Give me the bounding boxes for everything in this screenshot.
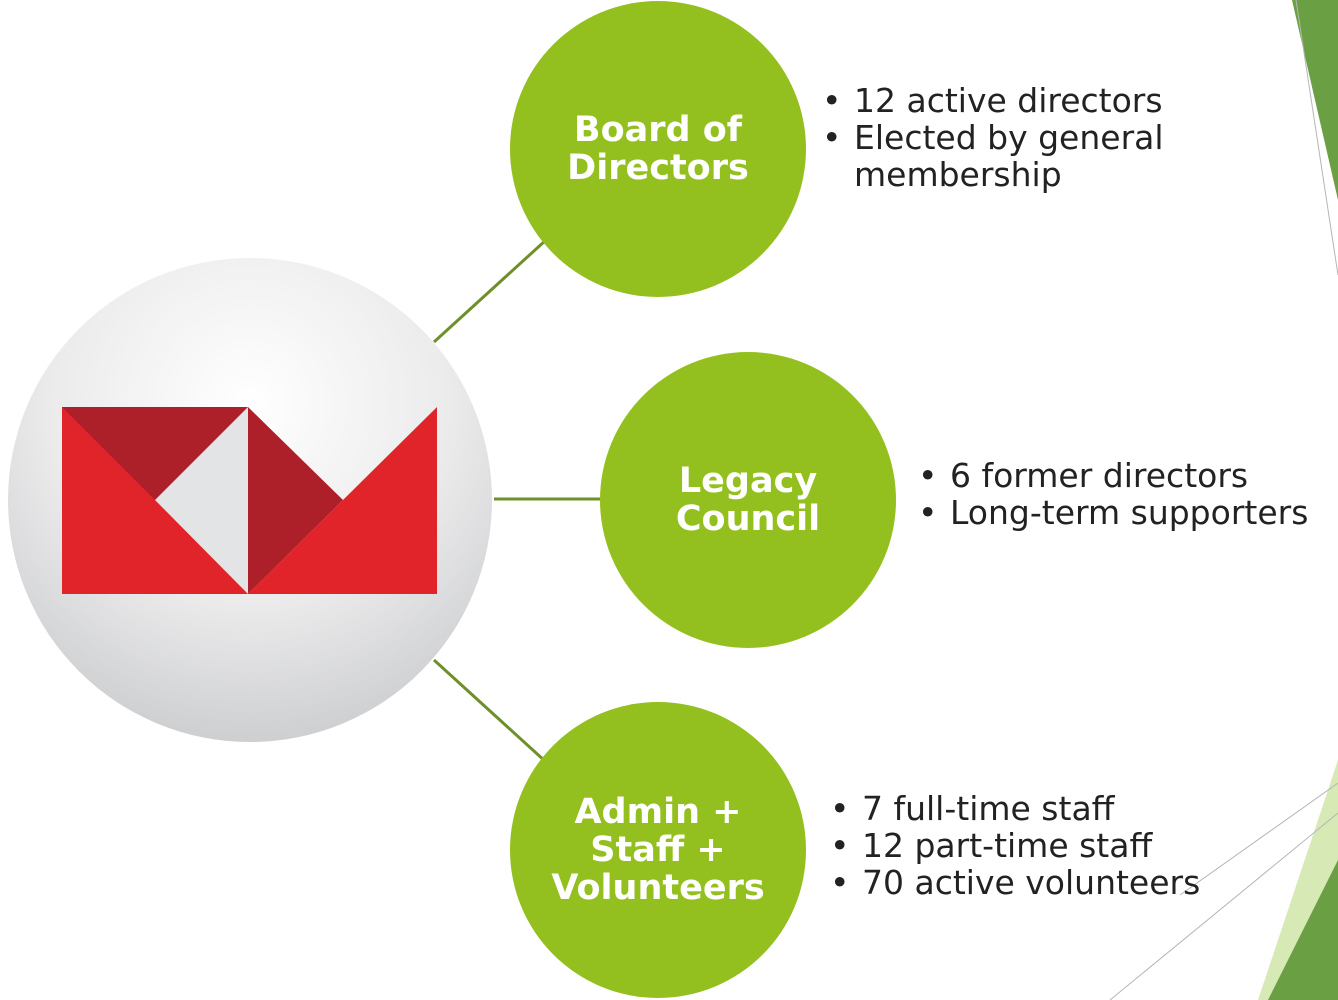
bullet-list-legacy: 6 former directors Long-term supporters — [918, 457, 1338, 531]
node-circle-admin — [510, 702, 806, 998]
node-circle-board — [510, 1, 806, 297]
bullet-item: Long-term supporters — [918, 494, 1338, 531]
bullet-item: 12 part-time staff — [830, 827, 1250, 864]
connector-admin — [432, 658, 548, 764]
node-circle-legacy — [600, 352, 896, 648]
bullet-list-board: 12 active directors Elected by general m… — [822, 82, 1242, 193]
corner-accent-bottom-line-2 — [1109, 812, 1338, 1000]
corner-accent-bottom-dark — [1268, 860, 1338, 1000]
node-label-admin: Admin + Staff + Volunteers — [551, 792, 765, 908]
corner-accent-top — [1292, 0, 1338, 200]
connector-board — [432, 238, 548, 344]
bullet-item: 7 full-time staff — [830, 790, 1250, 827]
bullet-item: 70 active volunteers — [830, 864, 1250, 901]
red-envelope-logo-icon — [62, 407, 437, 594]
bullet-item: 12 active directors — [822, 82, 1242, 119]
corner-accent-top-line — [1295, 0, 1338, 276]
node-label-legacy: Legacy Council — [675, 461, 821, 539]
bullet-item: 6 former directors — [918, 457, 1338, 494]
node-label-board: Board of Directors — [567, 110, 749, 188]
bullet-item: Elected by general membership — [822, 119, 1242, 193]
bullet-list-admin: 7 full-time staff 12 part-time staff 70 … — [830, 790, 1250, 901]
